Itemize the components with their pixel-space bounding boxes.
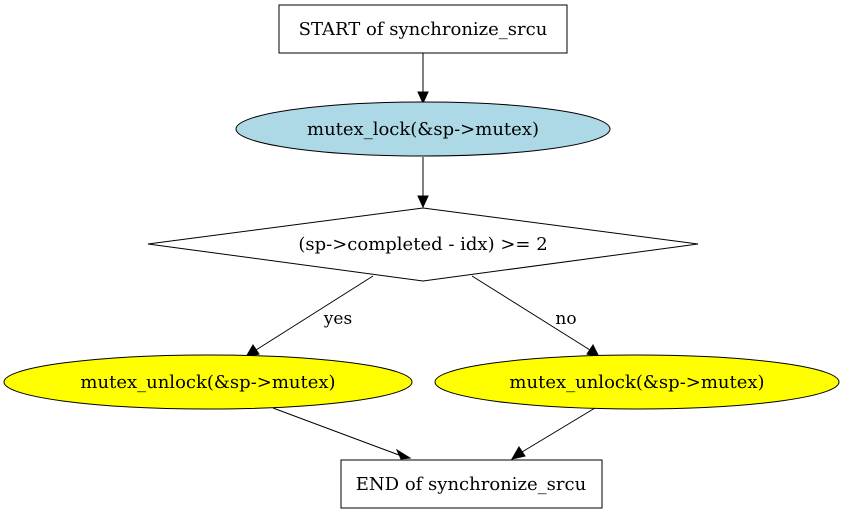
- unlock-no-label: mutex_unlock(&sp->mutex): [509, 372, 764, 393]
- start-label: START of synchronize_srcu: [299, 19, 548, 40]
- edge-unlock-yes-to-end: [272, 407, 412, 460]
- edge-start-to-lock: [417, 53, 429, 105]
- decision-diamond: [147, 207, 699, 282]
- end-box: [340, 459, 603, 509]
- node-lock: mutex_lock(&sp->mutex): [235, 101, 611, 157]
- node-start: START of synchronize_srcu: [278, 4, 568, 54]
- unlock-yes-label: mutex_unlock(&sp->mutex): [80, 372, 335, 393]
- node-unlock-yes: mutex_unlock(&sp->mutex): [3, 354, 413, 410]
- node-end: END of synchronize_srcu: [340, 459, 603, 509]
- edge-label-yes: yes: [323, 309, 352, 329]
- node-unlock-no: mutex_unlock(&sp->mutex): [434, 354, 840, 410]
- edge-lock-to-decision: [417, 157, 429, 209]
- unlock-no-ellipse: [434, 354, 840, 410]
- start-box: [278, 4, 568, 54]
- lock-label: mutex_lock(&sp->mutex): [307, 119, 539, 140]
- decision-label: (sp->completed - idx) >= 2: [298, 234, 547, 255]
- node-decision: (sp->completed - idx) >= 2: [147, 207, 699, 282]
- edge-unlock-no-to-end: [510, 407, 596, 460]
- edge-decision-no: [471, 275, 600, 358]
- end-label: END of synchronize_srcu: [356, 474, 586, 495]
- unlock-yes-ellipse: [3, 354, 413, 410]
- edge-label-no: no: [555, 309, 576, 329]
- edge-decision-yes: [244, 275, 374, 358]
- lock-ellipse: [235, 101, 611, 157]
